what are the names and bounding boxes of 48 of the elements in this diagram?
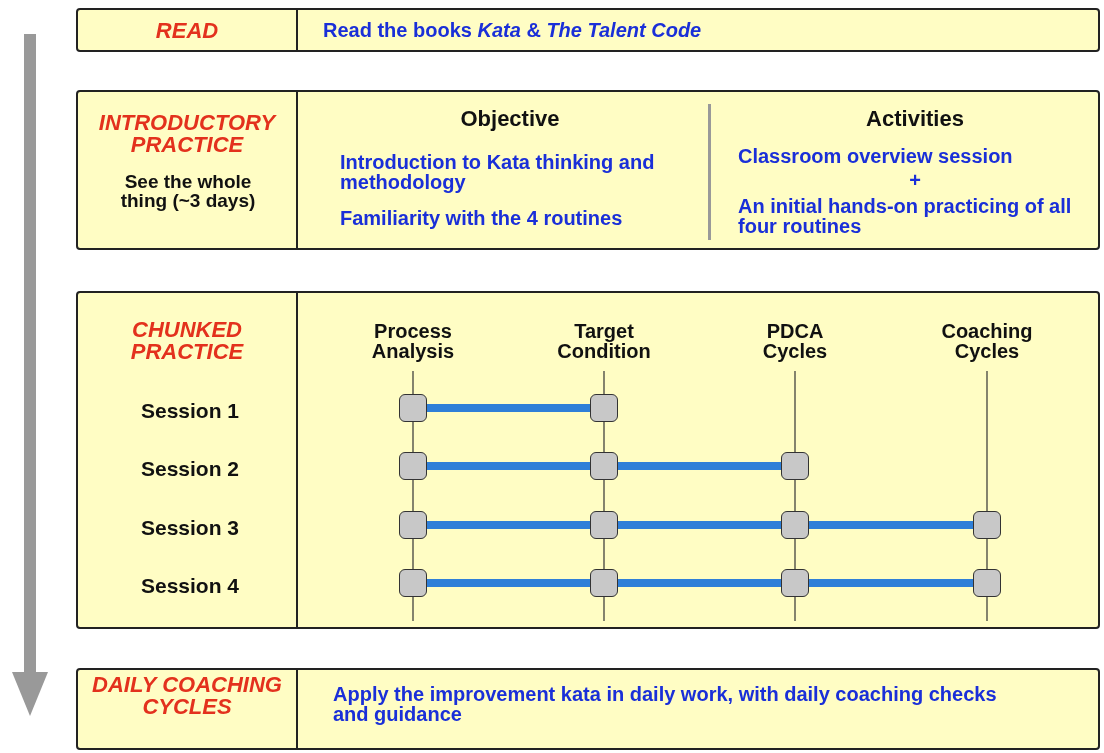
description-text: Introduction to Kata thinking and methodology <box>340 152 656 193</box>
column-heading: Process Analysis <box>370 321 456 361</box>
stage-band <box>76 668 1100 750</box>
progress-bar <box>427 521 590 529</box>
milestone-marker <box>590 394 618 422</box>
progress-bar <box>618 579 781 587</box>
description-text: Classroom overview session <box>738 146 1014 167</box>
milestone-marker <box>399 511 427 539</box>
progress-bar <box>427 404 590 412</box>
milestone-marker <box>399 452 427 480</box>
progress-bar <box>809 521 973 529</box>
milestone-marker <box>781 569 809 597</box>
milestone-marker <box>399 569 427 597</box>
progress-bar <box>618 521 781 529</box>
progress-bar <box>618 462 781 470</box>
milestone-marker <box>399 394 427 422</box>
session-label: Session 4 <box>139 575 241 596</box>
column-heading: Coaching Cycles <box>940 321 1034 361</box>
session-label: Session 2 <box>139 458 241 479</box>
milestone-marker <box>973 569 1001 597</box>
milestone-marker <box>781 452 809 480</box>
progress-bar <box>809 579 973 587</box>
stage-band <box>76 90 1100 250</box>
stage-title: INTRODUCTORY PRACTICE <box>97 112 278 157</box>
session-label: Session 1 <box>139 400 241 421</box>
stage-title: CHUNKED PRACTICE <box>129 319 245 364</box>
stage-title: READ <box>154 20 220 43</box>
progress-bar <box>427 462 590 470</box>
milestone-marker <box>973 511 1001 539</box>
column-heading: PDCA Cycles <box>761 321 829 361</box>
description-text: Read the books Kata & The Talent Code <box>323 20 703 41</box>
stage-band <box>76 291 1100 629</box>
plus-sign: + <box>908 170 922 191</box>
stage-note: See the whole thing (~3 days) <box>119 172 257 211</box>
milestone-marker <box>781 511 809 539</box>
progress-bar <box>427 579 590 587</box>
description-text: Familiarity with the 4 routines <box>340 208 624 229</box>
session-label: Session 3 <box>139 517 241 538</box>
milestone-marker <box>590 511 618 539</box>
column-heading: Activities <box>865 108 965 131</box>
stage-title: DAILY COACHING CYCLES <box>91 674 283 719</box>
column-heading: Objective <box>459 108 561 131</box>
stage-band <box>76 8 1100 52</box>
column-heading: Target Condition <box>556 321 652 361</box>
description-text: An initial hands-on practicing of all four routines <box>738 196 1073 237</box>
description-text: Apply the improvement kata in daily work, with daily coaching checks and guidance <box>333 684 998 725</box>
milestone-marker <box>590 452 618 480</box>
milestone-marker <box>590 569 618 597</box>
